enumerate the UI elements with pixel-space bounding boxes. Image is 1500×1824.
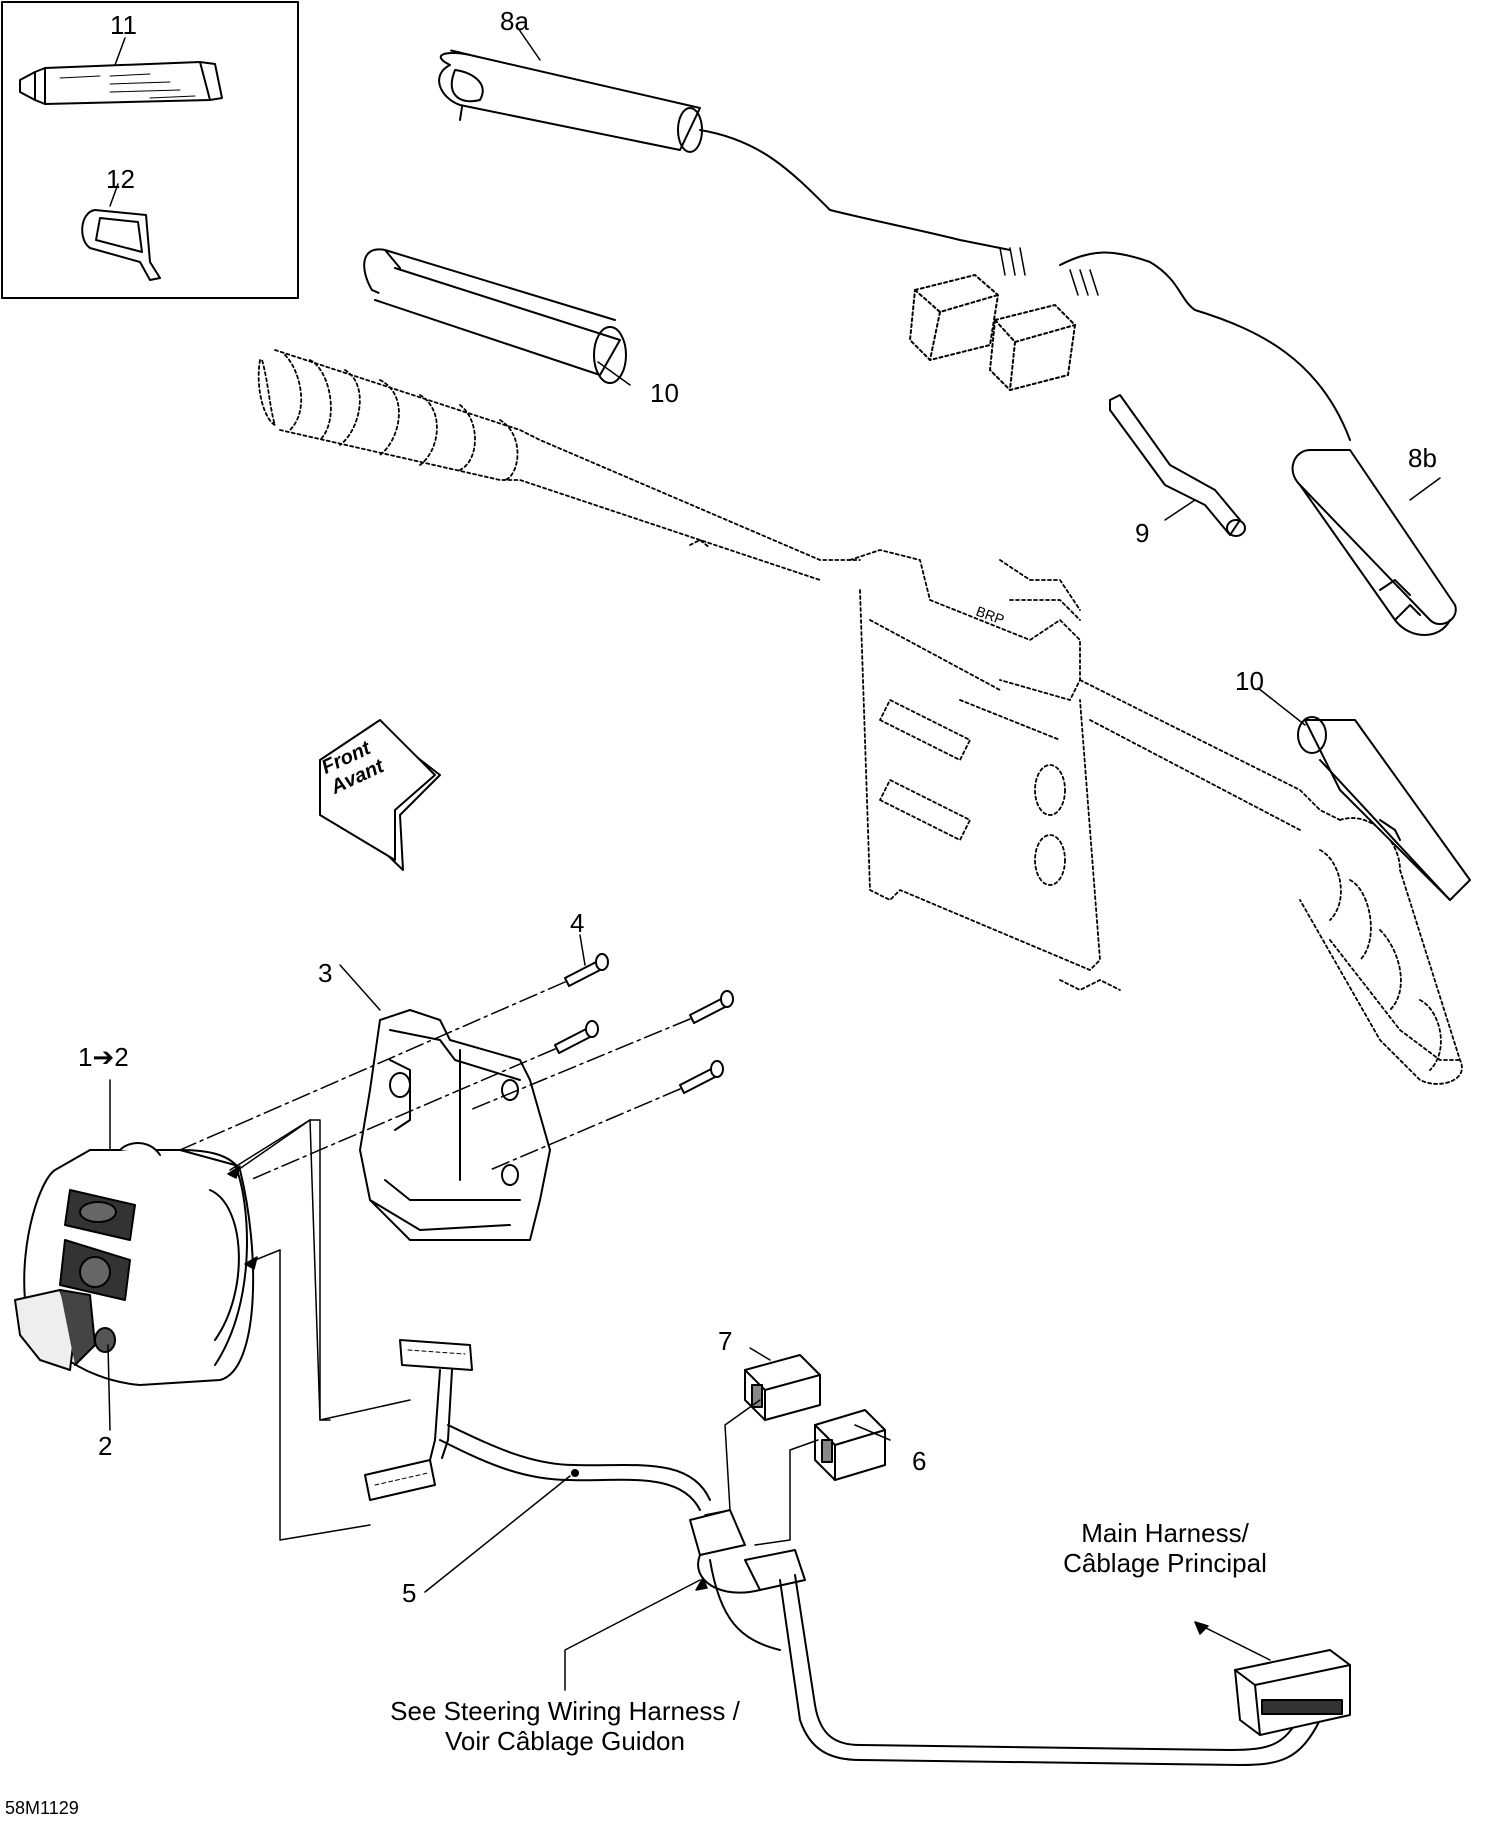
callout-2: 2 xyxy=(98,1431,113,1461)
connector-7 xyxy=(744,1354,821,1421)
screw xyxy=(679,1060,724,1094)
callout-11: 11 xyxy=(110,10,137,40)
connector-leaders xyxy=(704,1399,819,1546)
steering-note-line1: See Steering Wiring Harness / xyxy=(390,1696,740,1726)
screw xyxy=(689,990,734,1024)
main-harness-line2: Câblage Principal xyxy=(1063,1548,1267,1578)
callout-5: 5 xyxy=(402,1578,417,1608)
main-harness-connector xyxy=(1234,1649,1351,1736)
front-arrow-shape xyxy=(319,719,441,871)
svg-text:BRP: BRP xyxy=(974,603,1007,628)
wiring-harness-5 xyxy=(364,1339,1321,1766)
figure-code: 58M1129 xyxy=(5,1798,79,1818)
callout-9: 9 xyxy=(1135,518,1150,548)
connector-6 xyxy=(814,1409,886,1481)
connector-pins-right xyxy=(1069,269,1099,296)
callout-3: 3 xyxy=(318,958,333,988)
steering-note-line2: Voir Câblage Guidon xyxy=(445,1726,685,1756)
callout-1-to-2: 1➔2 xyxy=(78,1042,129,1072)
connector-housing-left xyxy=(909,274,999,361)
assembly-arrows xyxy=(227,1119,411,1541)
connector-pins-left xyxy=(999,247,1026,276)
callout-6: 6 xyxy=(912,1446,927,1476)
callout-10-right: 10 xyxy=(1235,666,1264,696)
inset-box xyxy=(1,1,299,299)
alignment-lines xyxy=(179,981,691,1181)
grip-liner-top xyxy=(363,248,627,384)
callout-4: 4 xyxy=(570,908,585,938)
screw xyxy=(564,953,609,987)
top-clamp-detail: BRP xyxy=(974,603,1007,628)
heating-element-9 xyxy=(1109,394,1246,537)
callout-8a: 8a xyxy=(500,6,529,36)
steering-harness-note: See Steering Wiring Harness / Voir Câbla… xyxy=(335,1696,795,1756)
connector-housing-right xyxy=(989,304,1076,391)
main-harness-note: Main Harness/ Câblage Principal xyxy=(1050,1518,1280,1578)
clip-part xyxy=(81,209,161,281)
switch-housing-1 xyxy=(14,1142,255,1386)
heated-grip-8a xyxy=(438,49,1351,441)
callout-12: 12 xyxy=(106,164,135,194)
handlebar xyxy=(257,349,861,581)
screws-4 xyxy=(554,953,734,1094)
compound-tube xyxy=(19,61,223,105)
leader-lines xyxy=(107,27,1441,1691)
callout-7: 7 xyxy=(718,1326,733,1356)
screw xyxy=(554,1020,599,1054)
grip-liner-right xyxy=(1297,716,1471,901)
handlebar-riser xyxy=(849,549,1341,991)
callout-10-top: 10 xyxy=(650,378,679,408)
right-grip xyxy=(1299,817,1463,1085)
heated-grip-8b xyxy=(1291,449,1457,636)
main-harness-line1: Main Harness/ xyxy=(1081,1518,1249,1548)
callout-8b: 8b xyxy=(1408,443,1437,473)
housing-cover-3 xyxy=(359,1009,551,1241)
